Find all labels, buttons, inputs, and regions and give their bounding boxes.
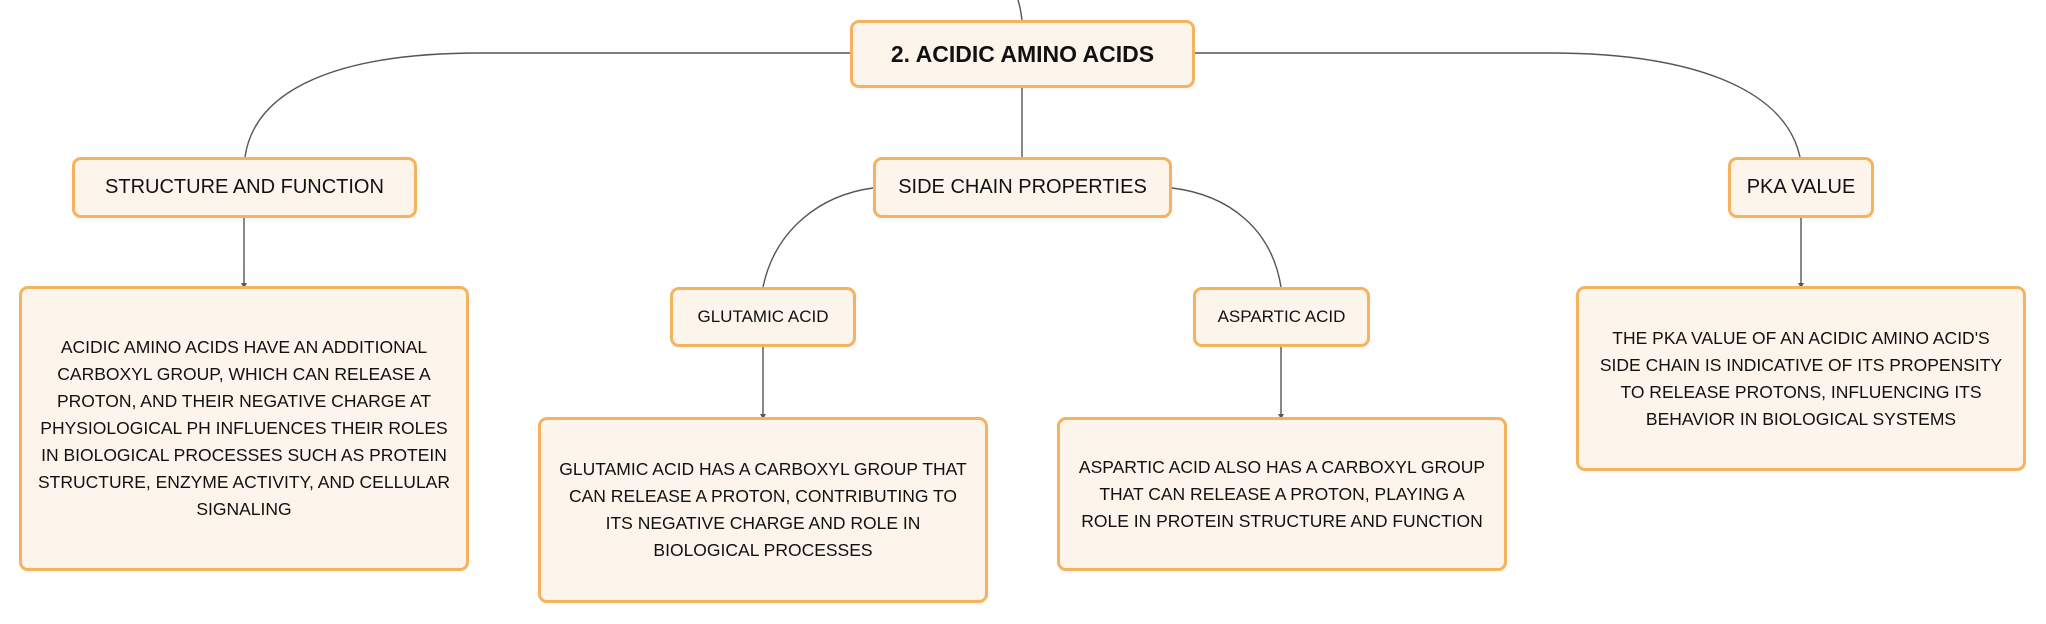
connector-incoming-root <box>1017 0 1023 21</box>
glutamic-acid-label: Glutamic Acid <box>697 307 829 326</box>
root-topic-label: 2. Acidic Amino Acids <box>890 40 1155 67</box>
glutamic-acid-node[interactable]: Glutamic Acid <box>670 287 856 347</box>
structure-function-description-node[interactable]: Acidic amino acids have an additional ca… <box>19 286 469 571</box>
arrowhead-aspartic-desc <box>1278 414 1284 419</box>
arrowhead-pka-desc <box>1798 283 1804 288</box>
arrowhead-glutamic-desc <box>760 414 766 419</box>
side-chain-properties-node[interactable]: Side Chain Properties <box>873 157 1172 218</box>
pka-value-description: The pKa value of an acidic amino acid's … <box>1599 327 2003 429</box>
connector-root-to-pka <box>1195 52 1801 158</box>
arrowhead-structure-desc <box>241 283 247 288</box>
aspartic-acid-description-node[interactable]: Aspartic acid also has a carboxyl group … <box>1057 417 1507 571</box>
pka-value-label: pKa Value <box>1746 176 1856 198</box>
connector-root-to-structure <box>244 52 850 158</box>
pka-value-node[interactable]: pKa Value <box>1728 157 1874 218</box>
connector-sidechain-to-glutamic <box>762 187 874 288</box>
aspartic-acid-description: Aspartic acid also has a carboxyl group … <box>1078 456 1486 531</box>
structure-function-node[interactable]: Structure and Function <box>72 157 417 218</box>
connector-sidechain-to-aspartic <box>1171 187 1282 288</box>
aspartic-acid-label: Aspartic Acid <box>1217 307 1346 326</box>
pka-value-description-node[interactable]: The pKa value of an acidic amino acid's … <box>1576 286 2026 471</box>
structure-function-label: Structure and Function <box>105 176 384 198</box>
aspartic-acid-node[interactable]: Aspartic Acid <box>1193 287 1370 347</box>
side-chain-properties-label: Side Chain Properties <box>898 176 1147 198</box>
structure-function-description: Acidic amino acids have an additional ca… <box>38 337 450 519</box>
root-topic-node[interactable]: 2. Acidic Amino Acids <box>850 20 1195 88</box>
glutamic-acid-description: Glutamic acid has a carboxyl group that … <box>559 459 967 560</box>
glutamic-acid-description-node[interactable]: Glutamic acid has a carboxyl group that … <box>538 417 988 603</box>
